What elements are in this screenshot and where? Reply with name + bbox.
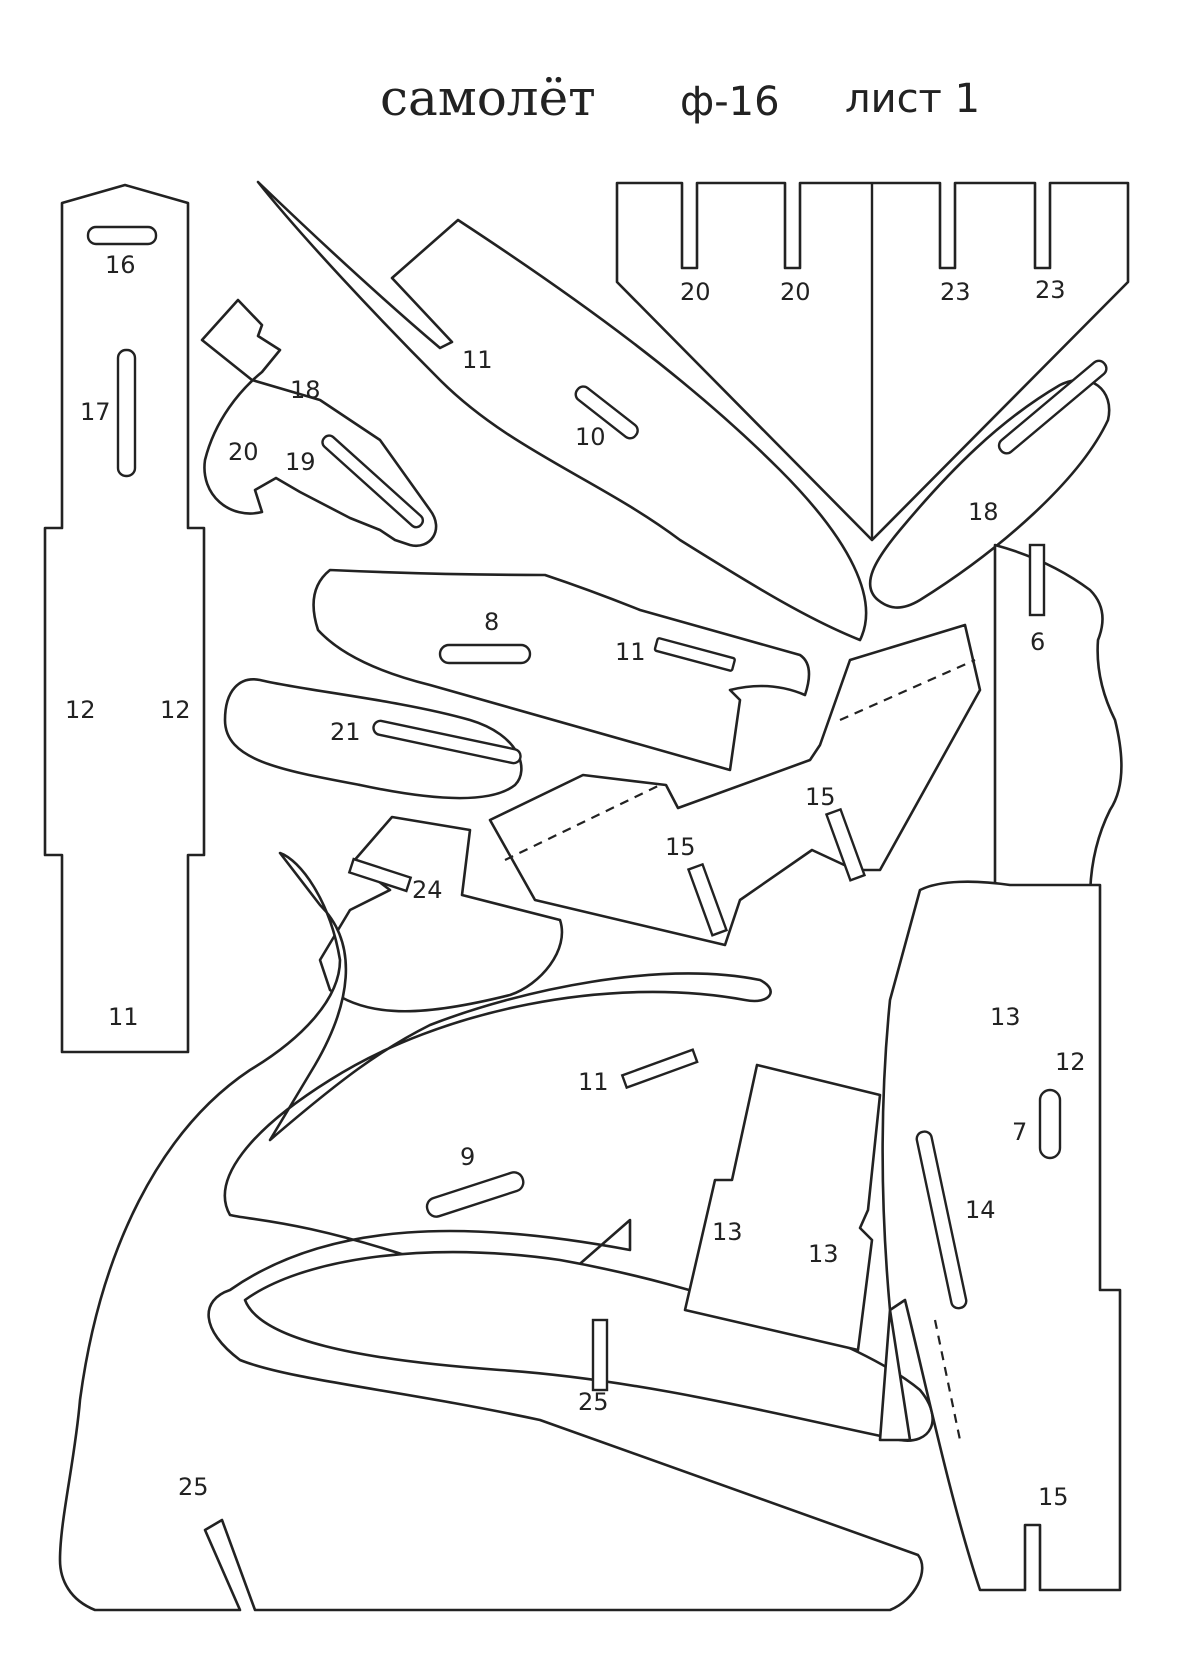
label-21: 21 <box>330 718 361 746</box>
title-model: ф-16 <box>680 79 780 125</box>
label-11-base: 11 <box>578 1068 609 1096</box>
label-11-wing: 11 <box>462 346 493 374</box>
label-25-left: 25 <box>178 1473 209 1501</box>
part-15-center <box>488 623 982 947</box>
part-21 <box>223 678 523 800</box>
part-stabilizer-18 <box>868 359 1111 609</box>
title-main: самолёт <box>380 69 596 127</box>
sheet-title: самолёт ф-16 лист 1 <box>380 69 980 127</box>
label-18-stab: 18 <box>968 498 999 526</box>
part-13-block <box>683 1063 882 1352</box>
label-15-b: 15 <box>665 833 696 861</box>
label-9: 9 <box>460 1143 475 1171</box>
part-base-large <box>58 851 934 1612</box>
label-7: 7 <box>1012 1118 1027 1146</box>
label-24: 24 <box>412 876 443 904</box>
part-left-strip <box>43 183 206 1054</box>
label-23-b: 23 <box>1035 276 1066 304</box>
label-13-block-a: 13 <box>712 1218 743 1246</box>
label-6: 6 <box>1030 628 1045 656</box>
label-13-strip: 13 <box>990 1003 1021 1031</box>
part-right-fuselage <box>878 880 1122 1592</box>
label-17: 17 <box>80 398 111 426</box>
label-11-strip: 11 <box>108 1003 139 1031</box>
label-25-center: 25 <box>578 1388 609 1416</box>
part-wing-right <box>615 181 1130 542</box>
part-wing-top <box>256 180 868 642</box>
label-19: 19 <box>285 448 316 476</box>
label-14: 14 <box>965 1196 996 1224</box>
label-23-a: 23 <box>940 278 971 306</box>
label-13-block-b: 13 <box>808 1240 839 1268</box>
label-15-a: 15 <box>805 783 836 811</box>
part-fuselage-8 <box>312 568 811 772</box>
label-20-b: 20 <box>780 278 811 306</box>
label-20-small: 20 <box>228 438 259 466</box>
label-20-a: 20 <box>680 278 711 306</box>
part-small-18-19-20 <box>200 298 438 548</box>
label-16: 16 <box>105 251 136 279</box>
label-11-fuselage: 11 <box>615 638 646 666</box>
label-8: 8 <box>484 608 499 636</box>
label-10: 10 <box>575 423 606 451</box>
part-labels: 16 17 12 12 11 11 10 18 19 20 20 20 23 2… <box>65 251 1086 1511</box>
label-12-fuselage: 12 <box>1055 1048 1086 1076</box>
part-right-strip-6 <box>993 543 1123 987</box>
label-18-small: 18 <box>290 376 321 404</box>
title-sheet: лист 1 <box>845 76 980 122</box>
label-15-bottom: 15 <box>1038 1483 1069 1511</box>
label-12-right: 12 <box>160 696 191 724</box>
label-12-left: 12 <box>65 696 96 724</box>
